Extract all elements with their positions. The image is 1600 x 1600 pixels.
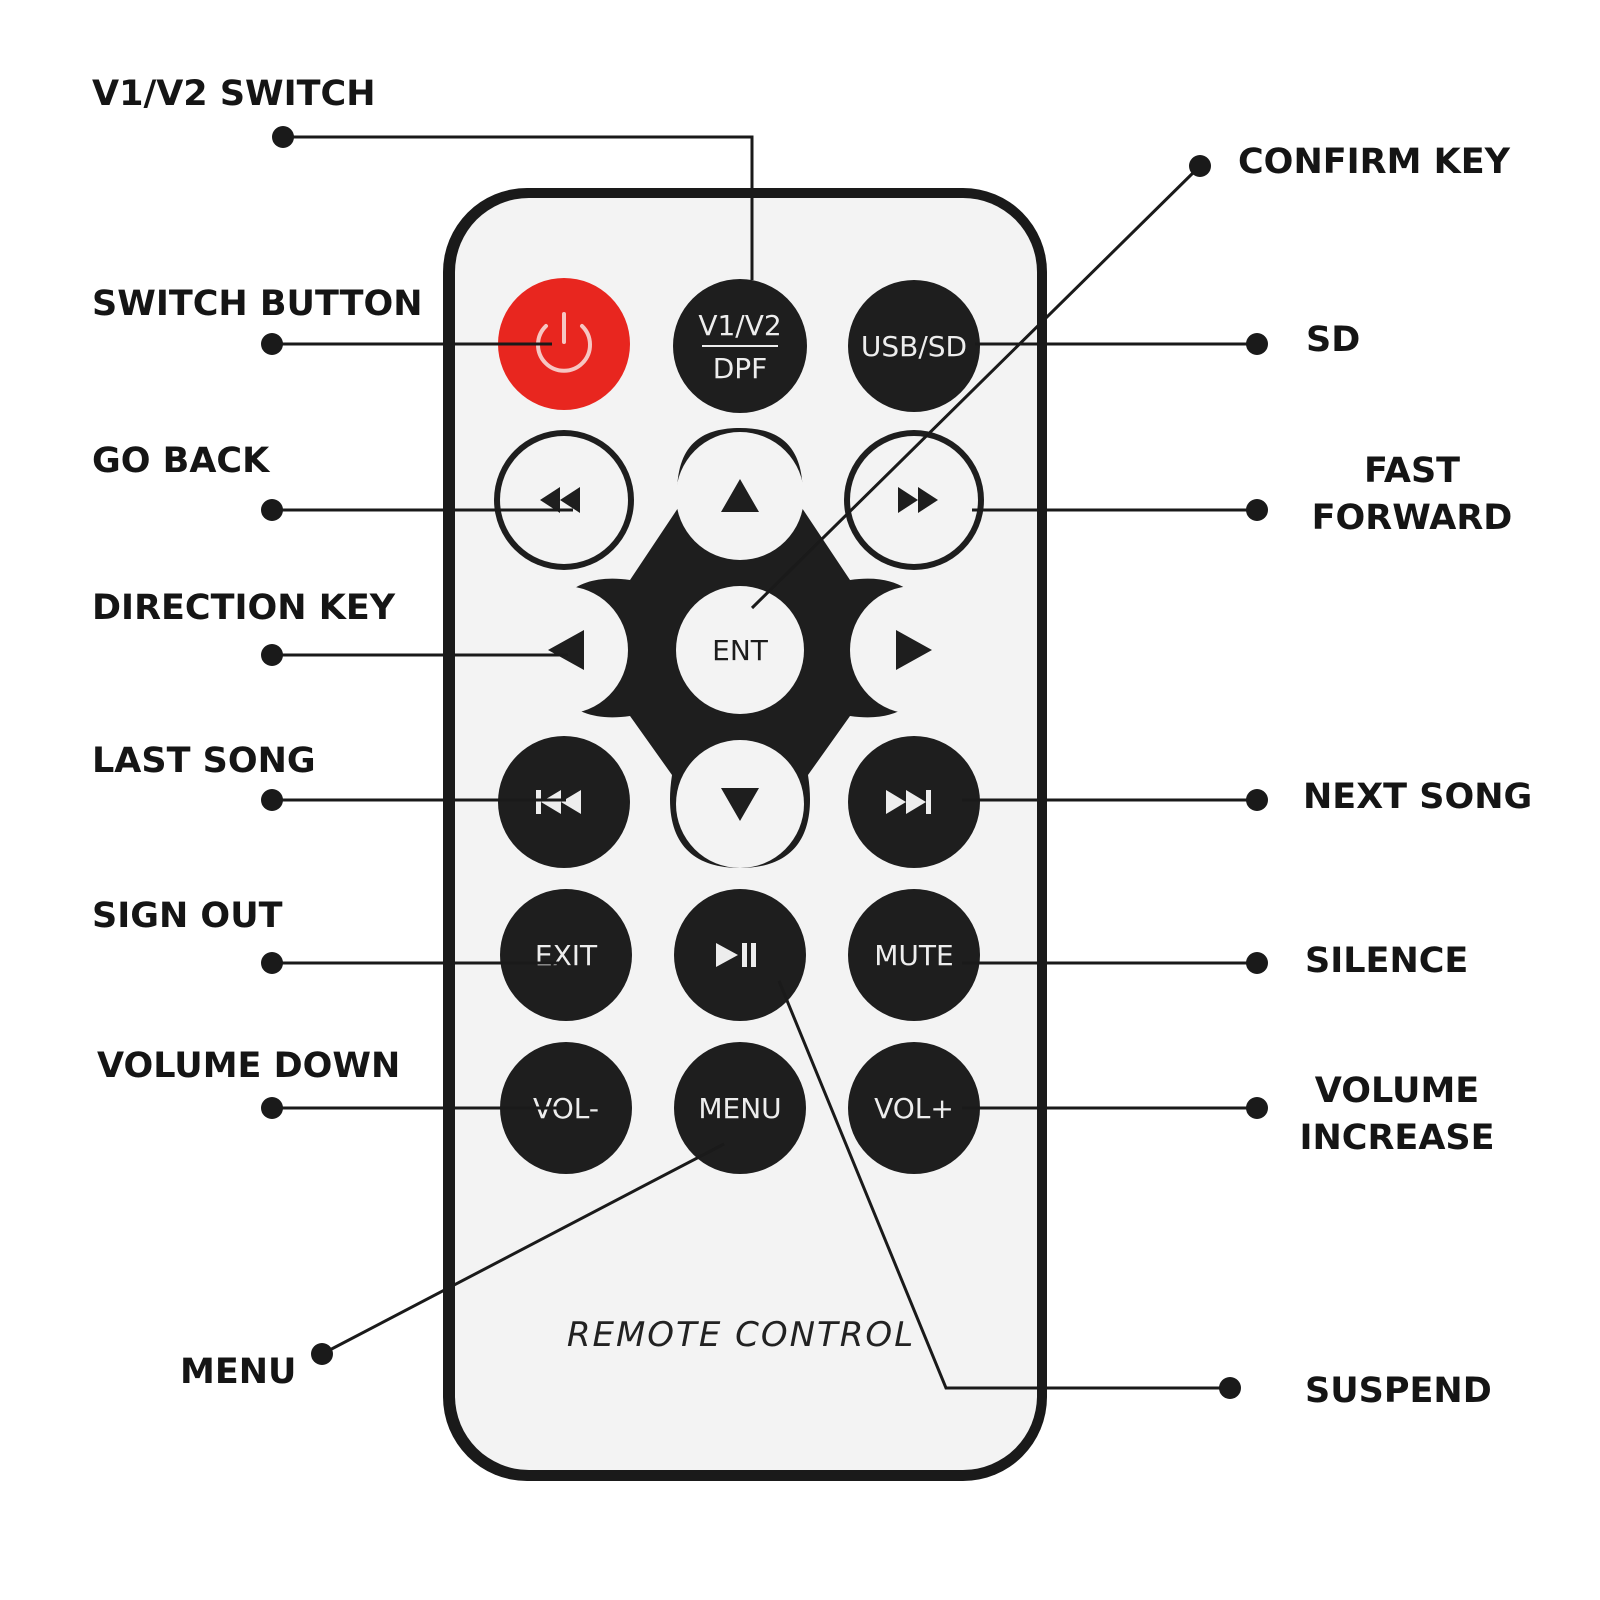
leader-dot-silence [1246,952,1268,974]
fast-forward-icon [898,487,938,513]
power-button[interactable] [498,278,630,410]
leader-lines [272,135,1257,1390]
leader-dot-volume-down [261,1097,283,1119]
leader-line-menu [321,1142,725,1356]
play-pause-icon [716,943,756,967]
callout-go-back: GO BACK [92,441,270,481]
ent-key[interactable] [676,586,804,714]
callout-confirm-key: CONFIRM KEY [1238,142,1511,182]
v1v2-key-label: V1/V2 [698,309,781,342]
mute-button[interactable]: MUTE [848,889,980,1021]
mute-key[interactable] [848,889,980,1021]
usb-sd-key-label: USB/SD [861,330,967,363]
leader-dot-suspend [1219,1377,1241,1399]
volume-up-button[interactable]: VOL+ [848,1042,980,1174]
leader-dot-v1v2 [272,126,294,148]
dpf-key-label: DPF [713,352,768,385]
left-button[interactable] [500,586,628,714]
power-icon [536,312,592,373]
v1v2-dpf-button[interactable]: V1/V2 DPF [673,279,807,413]
menu-button[interactable]: MENU [674,1042,806,1174]
usb-sd-button[interactable]: USB/SD [848,280,980,412]
callout-volume-down: VOLUME DOWN [97,1046,401,1086]
volume-down-button[interactable]: VOL- [500,1042,632,1174]
exit-key-label: EXIT [535,939,598,972]
callout-last-song: LAST SONG [92,741,316,781]
leader-dot-menu [311,1343,333,1365]
leader-dot-next-song [1246,789,1268,811]
play-pause-button[interactable] [674,889,806,1021]
leader-dot-confirm-key [1189,155,1211,177]
previous-track-icon [536,790,581,814]
up-button[interactable] [676,432,804,560]
right-arrow-icon [896,630,932,670]
callout-sign-out: SIGN OUT [92,896,283,936]
remote-brand-text: REMOTE CONTROL [567,1315,915,1355]
callout-suspend: SUSPEND [1305,1371,1492,1411]
menu-key-label: MENU [698,1092,781,1125]
leader-line-confirm-key [750,164,1202,610]
volume-up-key-label: VOL+ [874,1092,954,1125]
volume-down-key[interactable] [500,1042,632,1174]
callout-switch-button: SWITCH BUTTON [92,284,423,324]
exit-button[interactable]: EXIT [500,889,632,1021]
callout-menu: MENU [180,1352,297,1392]
leader-dot-volume-increase [1246,1097,1268,1119]
volume-up-key[interactable] [848,1042,980,1174]
leader-dot-sd [1246,333,1268,355]
callout-next-song: NEXT SONG [1303,777,1533,817]
callout-volume-increase: VOLUME INCREASE [1299,1071,1495,1158]
next-track-button[interactable] [848,736,980,868]
leader-dot-go-back [261,499,283,521]
exit-key[interactable] [500,889,632,1021]
left-arrow-icon [548,630,584,670]
leader-dot-last-song [261,789,283,811]
callout-v1v2-switch: V1/V2 SWITCH [92,74,376,114]
ent-button[interactable]: ENT [676,586,804,714]
menu-key[interactable] [674,1042,806,1174]
callout-sd: SD [1306,320,1361,360]
next-track-icon [886,790,931,814]
fast-forward-button[interactable] [844,430,984,570]
leader-dot-fast-forward [1246,499,1268,521]
previous-track-button[interactable] [498,736,630,868]
leader-line-v1v2 [283,135,754,280]
ent-key-label: ENT [712,634,769,667]
play-pause-key[interactable] [674,889,806,1021]
leader-dot-switch-button [261,333,283,355]
leader-dot-sign-out [261,952,283,974]
callout-fast-forward: FAST FORWARD [1311,451,1513,538]
callout-direction-key: DIRECTION KEY [92,588,396,628]
leader-dot-direction-key [261,644,283,666]
callout-silence: SILENCE [1305,941,1469,981]
up-arrow-icon [721,479,759,512]
usb-sd-key[interactable] [848,280,980,412]
down-arrow-icon [721,788,759,821]
leader-dots [261,126,1268,1399]
down-button[interactable] [676,740,804,868]
rewind-button[interactable] [494,430,634,570]
right-button[interactable] [850,586,978,714]
mute-key-label: MUTE [874,939,953,972]
rewind-icon [540,487,580,513]
leader-line-suspend [777,980,1230,1390]
